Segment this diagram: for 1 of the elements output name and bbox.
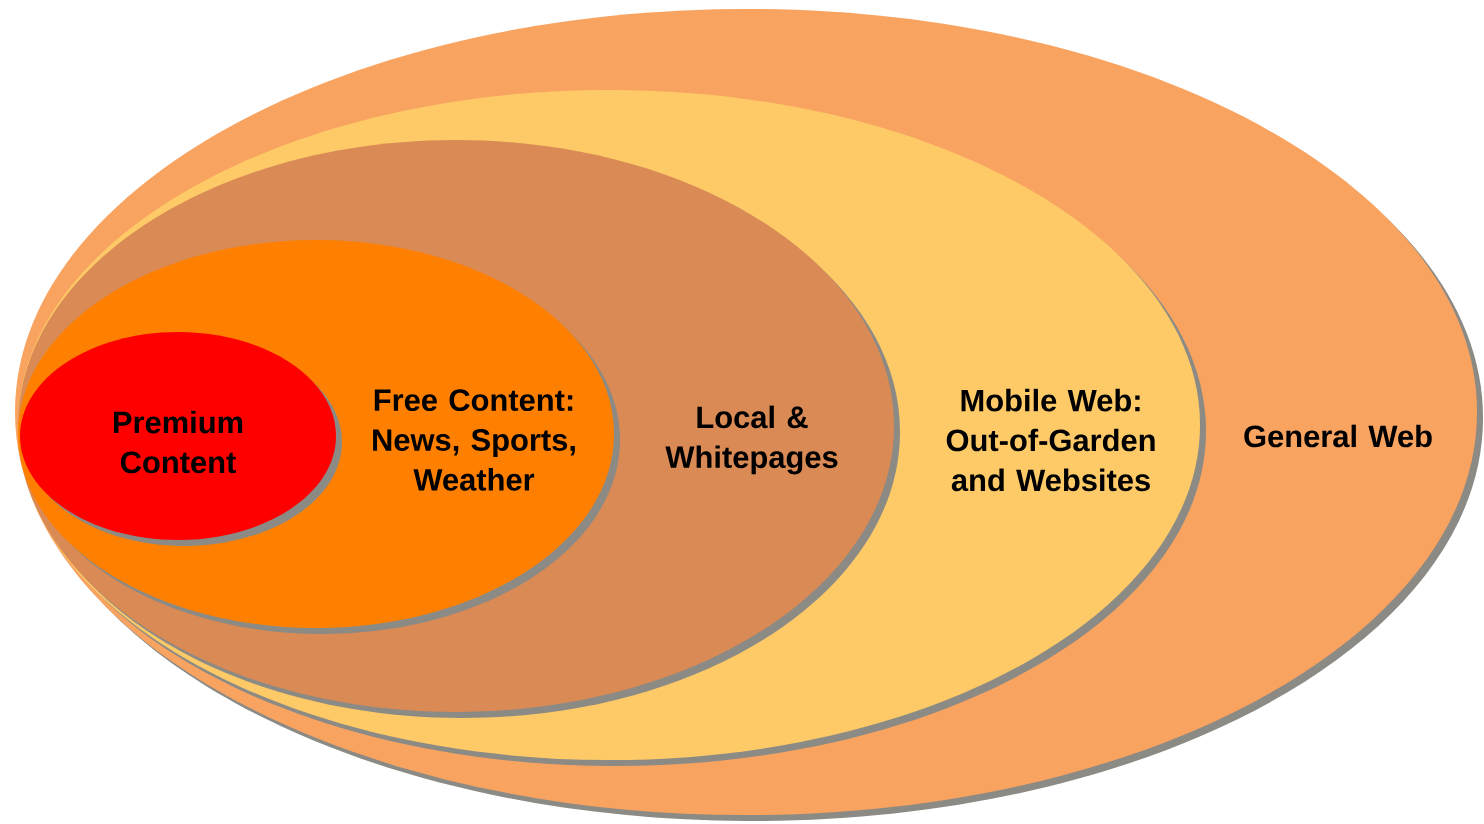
ellipse-region: Premium Content [20, 332, 342, 546]
